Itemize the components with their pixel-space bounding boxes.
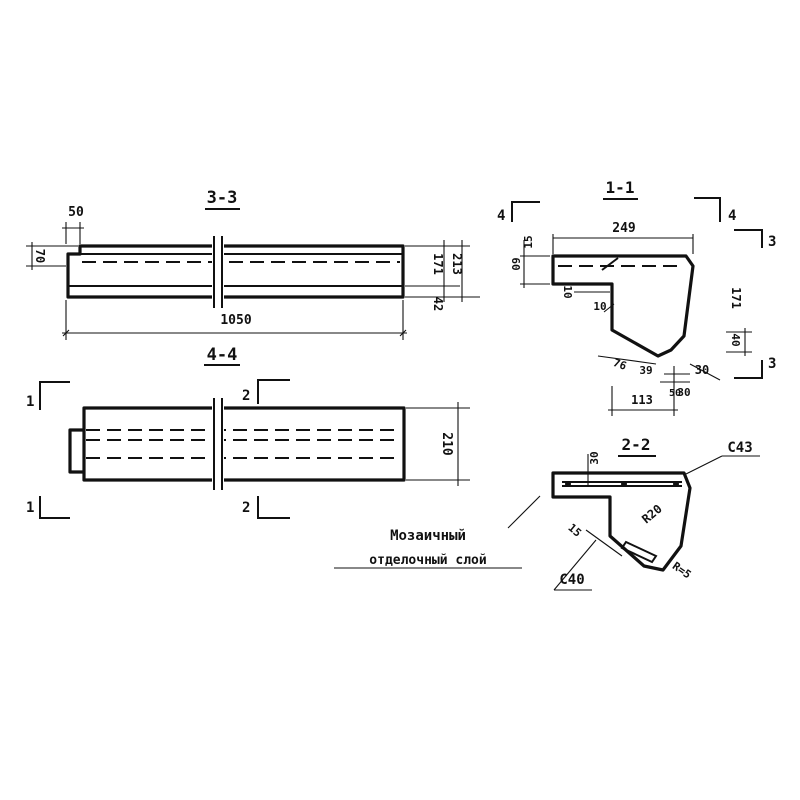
cut-4-right: 4 xyxy=(728,208,736,224)
dim-15-section: 15 xyxy=(565,521,584,539)
mosaic-note-line1: Мозаичный xyxy=(390,528,466,544)
section-title-1-1: 1-1 xyxy=(606,178,635,197)
dim-210: 210 xyxy=(439,432,454,456)
dim-249: 249 xyxy=(612,221,635,236)
section-title-3-3: 3-3 xyxy=(207,188,238,208)
dim-40: 40 xyxy=(729,333,742,346)
dim-76: 76 xyxy=(611,356,628,373)
section-1-1-outline xyxy=(551,254,695,358)
cut-2-top: 2 xyxy=(242,388,250,404)
cut-2-bottom: 2 xyxy=(242,500,250,516)
beam-4-4-outline xyxy=(82,406,406,482)
cut-3-top: 3 xyxy=(768,234,776,250)
mosaic-note-line2: отделочный слой xyxy=(369,553,486,568)
cut-3-bottom: 3 xyxy=(768,356,776,372)
cut-4-left: 4 xyxy=(497,208,505,224)
dim-10-left: 10 xyxy=(561,285,574,298)
dim-213: 213 xyxy=(450,253,464,275)
dim-30-low: 30 xyxy=(677,386,690,399)
section-2-2-outline xyxy=(551,471,692,572)
dim-15-top: 15 xyxy=(522,235,535,248)
section-title-4-4: 4-4 xyxy=(207,345,238,365)
section-1-1: 1-1 249 15 60 10 10 171 40 76 39 30 xyxy=(497,178,776,416)
cut-1-top: 1 xyxy=(26,394,34,410)
dim-60: 60 xyxy=(509,257,522,270)
rebar-label-c40: С40 xyxy=(559,572,584,588)
dim-30-top: 30 xyxy=(588,451,601,464)
dim-50: 50 xyxy=(68,205,84,220)
view-4-4: 4-4 210 1 1 2 2 xyxy=(26,345,470,519)
dim-39: 39 xyxy=(639,364,652,377)
dim-171-right: 171 xyxy=(729,287,743,309)
dim-171-left: 171 xyxy=(431,253,445,275)
section-title-2-2: 2-2 xyxy=(622,435,651,454)
dim-10-inner: 10 xyxy=(593,300,606,313)
section-2-2: 2-2 30 R20 15 R=5 С43 С40 xyxy=(551,435,760,591)
dim-50-low: 50 xyxy=(669,388,681,399)
dim-42: 42 xyxy=(431,297,445,311)
view-3-3: 3-3 50 70 1050 171 213 xyxy=(26,188,480,340)
dim-1050: 1050 xyxy=(220,313,251,328)
mosaic-layer-note: Мозаичный отделочный слой xyxy=(334,495,541,569)
dim-R20: R20 xyxy=(639,502,665,527)
dim-R5: R=5 xyxy=(670,559,694,581)
dim-70: 70 xyxy=(33,249,47,263)
rebar-label-c43: С43 xyxy=(727,440,752,456)
dim-113: 113 xyxy=(631,393,653,407)
cut-1-bottom: 1 xyxy=(26,500,34,516)
